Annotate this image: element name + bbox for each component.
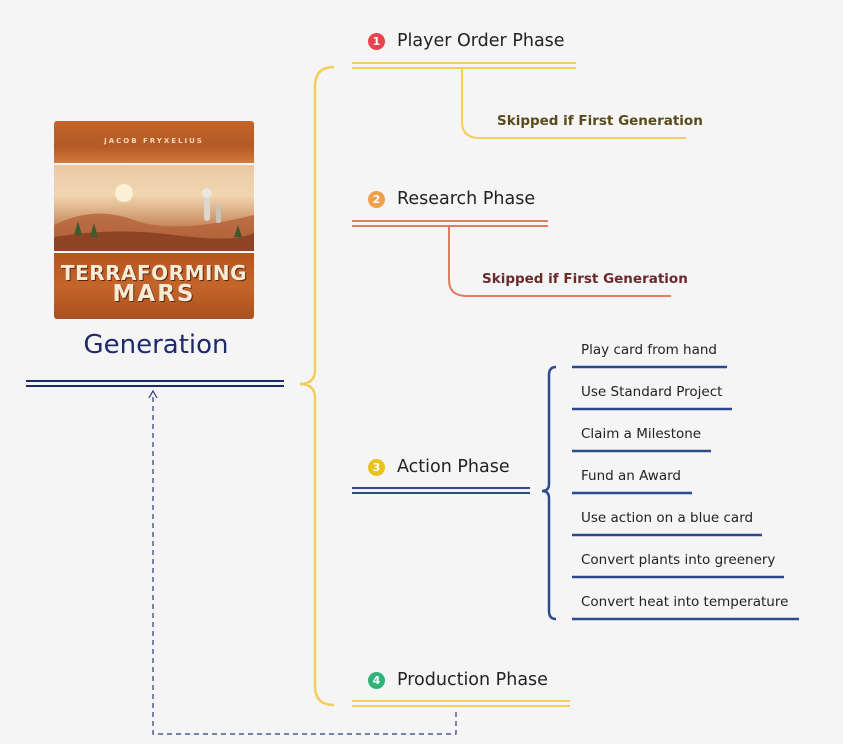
action-bracket [541, 365, 557, 621]
main-bracket [299, 65, 335, 707]
cover-bottom-band [54, 253, 254, 319]
phase-1-sub-note[interactable]: Skipped if First Generation [497, 113, 703, 129]
loop-back-connector [152, 395, 457, 735]
cover-top-band [54, 121, 254, 163]
terraforming-mars-box-image: JACOB FRYXELIUS TERRAFORMING MARS [54, 121, 254, 319]
number-4-icon: 4 [368, 671, 385, 689]
number-2-icon: 2 [368, 190, 385, 208]
phase-2-sub-note[interactable]: Skipped if First Generation [482, 271, 688, 287]
phase-label: Action Phase [397, 457, 510, 477]
action-item[interactable]: Fund an Award [581, 468, 682, 484]
number-3-icon: 3 [368, 458, 385, 476]
phase-1-sub-connector [461, 68, 686, 139]
cover-mars-scene [54, 165, 254, 251]
action-item[interactable]: Convert heat into temperature [581, 594, 789, 610]
phase-2-sub-connector [448, 226, 671, 297]
action-item[interactable]: Convert plants into greenery [581, 552, 776, 568]
cover-scene-art [54, 184, 254, 251]
phase-label: Production Phase [397, 670, 548, 690]
phase-node-research[interactable]: 2 Research Phase [368, 189, 535, 209]
number-1-icon: 1 [368, 32, 385, 50]
action-item[interactable]: Use action on a blue card [581, 510, 754, 526]
phase-label: Research Phase [397, 189, 536, 209]
root-node-title[interactable]: Generation [83, 330, 229, 360]
phase-label: Player Order Phase [397, 31, 565, 51]
loop-arrowhead [148, 389, 158, 399]
cover-logo-line-2: MARS [112, 281, 196, 307]
phase-node-player-order[interactable]: 1 Player Order Phase [368, 31, 565, 51]
phase-node-action[interactable]: 3 Action Phase [368, 457, 510, 477]
phase-node-production[interactable]: 4 Production Phase [368, 670, 548, 690]
action-item[interactable]: Use Standard Project [581, 384, 723, 400]
action-item[interactable]: Play card from hand [581, 342, 717, 358]
cover-author: JACOB FRYXELIUS [104, 137, 204, 145]
action-item[interactable]: Claim a Milestone [581, 426, 702, 442]
cover-logo-line-1: TERRAFORMING [60, 261, 248, 285]
